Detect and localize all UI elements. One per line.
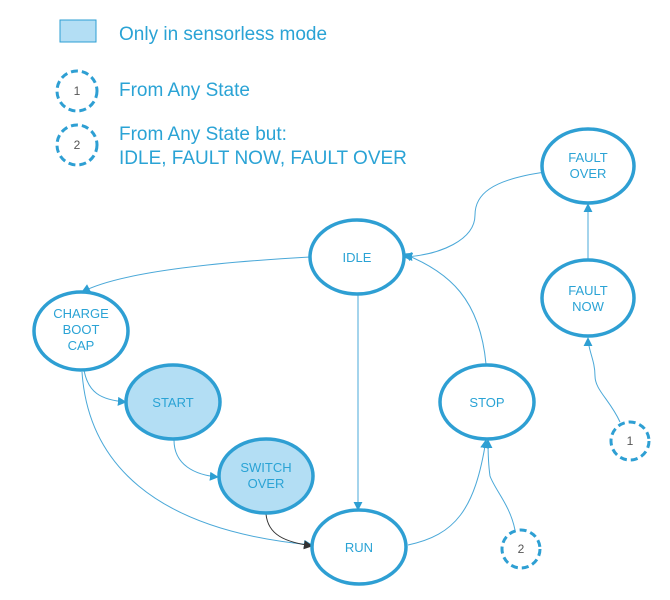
legend-any-state-but-badge [55, 123, 99, 167]
edge-switch-over-to-run [265, 513, 313, 550]
edge-run-to-stop [407, 439, 490, 546]
badge-from-any-state-but-number: 2 [518, 542, 525, 556]
edge-idle-to-charge-boot-cap [81, 256, 311, 293]
legend-any-state-label: From Any State [119, 80, 250, 101]
edge-start-to-switch-over [173, 439, 219, 481]
edge-stop-to-idle [403, 252, 487, 365]
state-idle: IDLE [308, 218, 406, 296]
legend-any-state-badge-number: 1 [74, 84, 81, 98]
badge-from-any-state-number: 1 [627, 434, 634, 448]
state-stop: STOP [438, 363, 536, 441]
edge-charge-boot-cap-to-start [83, 369, 127, 406]
edge-badge1-to-fault-now [583, 337, 621, 423]
state-switch-over-line1: SWITCH [240, 460, 291, 475]
state-fault-over-line1: FAULT [568, 150, 608, 165]
state-charge-boot-cap-line2: BOOT [63, 322, 100, 337]
badge-from-any-state-but: 2 [500, 528, 542, 570]
badge-from-any-state: 1 [609, 420, 651, 462]
edge-badge2-to-stop [483, 439, 516, 531]
state-fault-over-line2: OVER [570, 166, 607, 181]
legend-sensorless-label: Only in sensorless mode [119, 24, 327, 45]
state-stop-label: STOP [469, 395, 504, 410]
legend-any-state-but-badge-number: 2 [74, 138, 81, 152]
state-run-label: RUN [345, 540, 373, 555]
edge-charge-boot-cap-to-run [81, 371, 313, 549]
state-charge-boot-cap-line3: CAP [68, 338, 95, 353]
legend-any-state-badge [55, 69, 99, 113]
state-fault-over: FAULT OVER [540, 127, 636, 205]
state-fault-now-line2: NOW [572, 299, 605, 314]
state-idle-label: IDLE [343, 250, 372, 265]
state-run: RUN [310, 508, 408, 586]
state-switch-over: SWITCH OVER [217, 437, 315, 515]
state-charge-boot-cap-line1: CHARGE [53, 306, 109, 321]
edge-fault-over-to-idle [403, 171, 546, 262]
legend: Only in sensorless mode 1 From Any State… [55, 19, 407, 169]
state-switch-over-line2: OVER [248, 476, 285, 491]
legend-sensorless-swatch [59, 19, 97, 43]
legend-any-state-but-label-line2: IDLE, FAULT NOW, FAULT OVER [119, 148, 407, 169]
state-charge-boot-cap: CHARGE BOOT CAP [32, 290, 130, 372]
state-fault-now: FAULT NOW [540, 258, 636, 338]
state-start: START [124, 363, 222, 441]
legend-any-state-but-label-line1: From Any State but: [119, 124, 287, 145]
transitions [81, 171, 621, 550]
state-start-label: START [152, 395, 193, 410]
state-fault-now-line1: FAULT [568, 283, 608, 298]
